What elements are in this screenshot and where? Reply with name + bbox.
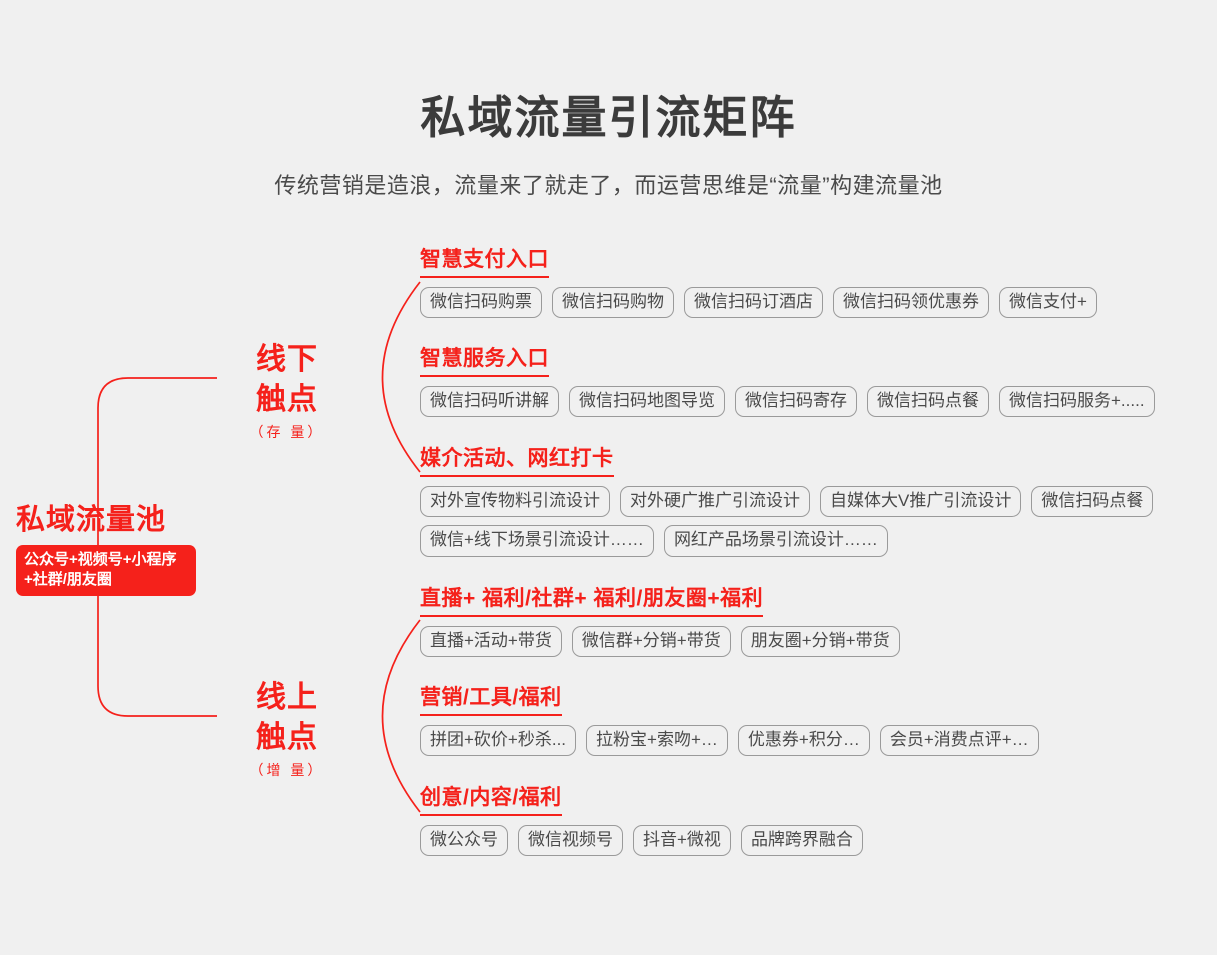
tag-chip[interactable]: 直播+活动+带货 bbox=[420, 626, 562, 658]
tag-chip[interactable]: 会员+消费点评+… bbox=[879, 725, 1039, 757]
tag-chip[interactable]: 朋友圈+分销+带货 bbox=[740, 626, 900, 658]
branch-offline-note: （存 量） bbox=[249, 423, 325, 440]
offline-arc bbox=[381, 281, 421, 473]
group-heading-underline bbox=[420, 276, 549, 279]
tag-list: 直播+活动+带货微信群+分销+带货朋友圈+分销+带货 bbox=[420, 626, 900, 658]
group-heading-underline bbox=[420, 375, 549, 378]
group-creative-content: 创意/内容/福利 微公众号微信视频号抖音+微视品牌跨界融合 bbox=[420, 786, 863, 857]
group-heading: 营销/工具/福利 bbox=[420, 686, 562, 709]
branch-online-line1: 线上 bbox=[256, 681, 318, 714]
tag-chip[interactable]: 微信扫码购物 bbox=[552, 287, 674, 319]
tag-chip[interactable]: 拼团+砍价+秒杀... bbox=[420, 725, 577, 757]
root-node[interactable]: 私域流量池 公众号+视频号+小程序+社群/朋友圈 bbox=[16, 503, 216, 597]
root-node-badge: 公众号+视频号+小程序+社群/朋友圈 bbox=[16, 544, 196, 597]
group-heading-underline bbox=[420, 615, 763, 618]
online-arc bbox=[381, 619, 421, 813]
tag-list: 微信扫码听讲解微信扫码地图导览微信扫码寄存微信扫码点餐微信扫码服务+..... bbox=[420, 386, 1155, 418]
branch-online-line2: 触点 bbox=[256, 720, 318, 754]
tag-chip[interactable]: 对外宣传物料引流设计 bbox=[420, 486, 610, 518]
page-title: 私域流量引流矩阵 bbox=[420, 92, 797, 143]
group-heading-underline bbox=[420, 475, 614, 478]
tag-chip[interactable]: 微信扫码订酒店 bbox=[684, 287, 823, 319]
branch-offline-line1: 线下 bbox=[256, 343, 318, 376]
group-marketing-tools: 营销/工具/福利 拼团+砍价+秒杀... 拉粉宝+索吻+… 优惠券+积分… 会员+消费… bbox=[420, 686, 1039, 757]
tag-chip[interactable]: 对外硬广推广引流设计 bbox=[620, 486, 810, 518]
tag-chip[interactable]: 微信扫码服务+..... bbox=[999, 386, 1155, 418]
tag-chip[interactable]: 抖音+微视 bbox=[633, 825, 731, 857]
tag-chip[interactable]: 微信扫码点餐 bbox=[1031, 486, 1154, 518]
tag-chip[interactable]: 微信视频号 bbox=[518, 825, 623, 857]
tag-chip[interactable]: 微信支付+ bbox=[999, 287, 1097, 319]
group-heading-underline bbox=[420, 814, 562, 817]
branch-label-offline[interactable]: 线下 触点 （存 量） bbox=[217, 340, 357, 442]
tag-chip[interactable]: 品牌跨界融合 bbox=[740, 825, 863, 857]
branch-offline-line2: 触点 bbox=[256, 382, 318, 416]
tag-chip[interactable]: 微信群+分销+带货 bbox=[571, 626, 731, 658]
group-heading-underline bbox=[420, 714, 562, 717]
tag-chip[interactable]: 微信+线下场景引流设计…… bbox=[420, 525, 654, 557]
tag-list: 拼团+砍价+秒杀... 拉粉宝+索吻+… 优惠券+积分… 会员+消费点评+… bbox=[420, 725, 1039, 757]
tag-chip[interactable]: 微信扫码听讲解 bbox=[420, 386, 559, 418]
tag-list: 对外宣传物料引流设计对外硬广推广引流设计自媒体大V推广引流设计微信扫码点餐微信+… bbox=[420, 486, 1180, 557]
group-heading: 创意/内容/福利 bbox=[420, 786, 562, 809]
root-node-title: 私域流量池 bbox=[16, 504, 167, 536]
group-live-welfare: 直播+ 福利/社群+ 福利/朋友圈+福利 直播+活动+带货微信群+分销+带货朋友… bbox=[420, 587, 900, 658]
tag-chip[interactable]: 拉粉宝+索吻+… bbox=[586, 725, 728, 757]
group-smart-payment: 智慧支付入口 微信扫码购票微信扫码购物微信扫码订酒店微信扫码领优惠券微信支付+ bbox=[420, 248, 1097, 319]
branch-label-online[interactable]: 线上 触点 （增 量） bbox=[217, 678, 357, 780]
tag-chip[interactable]: 自媒体大V推广引流设计 bbox=[820, 486, 1022, 518]
tag-chip[interactable]: 微信扫码购票 bbox=[420, 287, 542, 319]
tag-list: 微信扫码购票微信扫码购物微信扫码订酒店微信扫码领优惠券微信支付+ bbox=[420, 287, 1097, 319]
tag-chip[interactable]: 微信扫码点餐 bbox=[867, 386, 989, 418]
tag-chip[interactable]: 优惠券+积分… bbox=[737, 725, 870, 757]
tag-chip[interactable]: 微信扫码领优惠券 bbox=[833, 287, 989, 319]
tag-list: 微公众号微信视频号抖音+微视品牌跨界融合 bbox=[420, 825, 863, 857]
group-media-influencer: 媒介活动、网红打卡 对外宣传物料引流设计对外硬广推广引流设计自媒体大V推广引流设… bbox=[420, 447, 1180, 557]
tag-chip[interactable]: 微信扫码寄存 bbox=[735, 386, 857, 418]
page-subtitle: 传统营销是造浪，流量来了就走了，而运营思维是“流量”构建流量池 bbox=[274, 173, 943, 198]
tag-chip[interactable]: 网红产品场景引流设计…… bbox=[663, 525, 888, 557]
tag-chip[interactable]: 微公众号 bbox=[420, 825, 508, 857]
group-heading: 媒介活动、网红打卡 bbox=[420, 447, 614, 470]
group-heading: 直播+ 福利/社群+ 福利/朋友圈+福利 bbox=[420, 587, 764, 610]
branch-online-note: （增 量） bbox=[249, 761, 325, 778]
group-smart-service: 智慧服务入口 微信扫码听讲解微信扫码地图导览微信扫码寄存微信扫码点餐微信扫码服务… bbox=[420, 347, 1155, 418]
tag-chip[interactable]: 微信扫码地图导览 bbox=[569, 386, 725, 418]
group-heading: 智慧支付入口 bbox=[420, 248, 549, 271]
group-heading: 智慧服务入口 bbox=[420, 347, 549, 370]
